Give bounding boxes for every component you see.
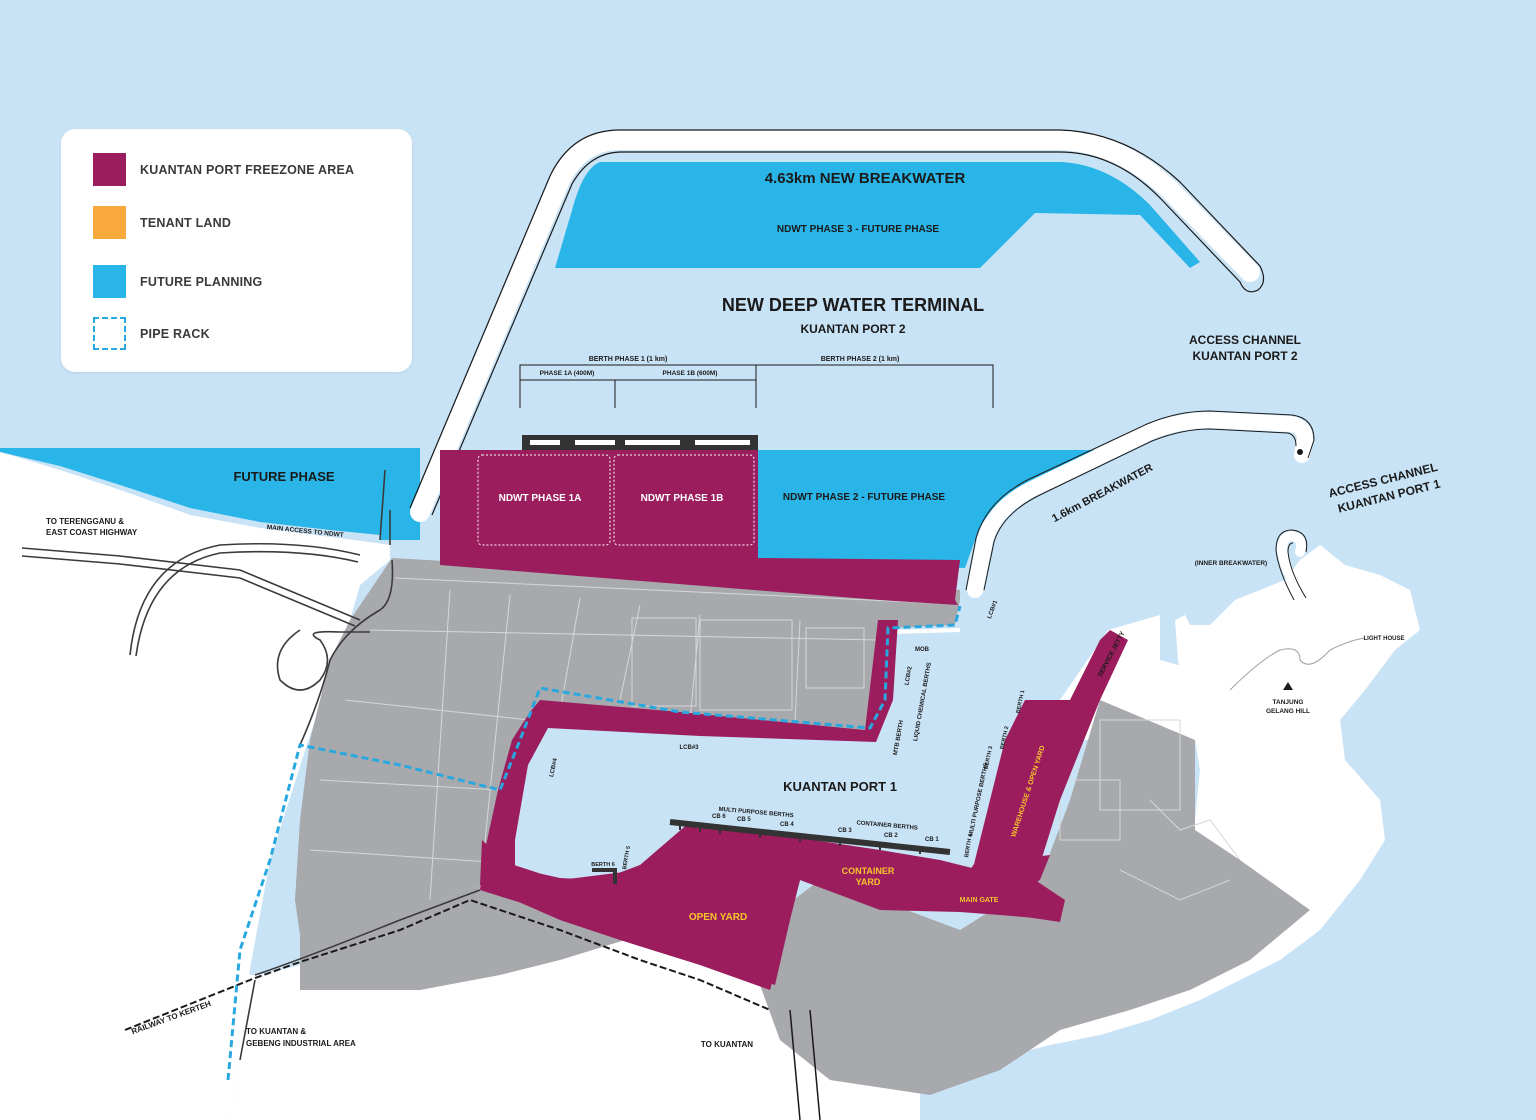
label-to-kuantan: TO KUANTAN xyxy=(701,1040,753,1049)
label-cb1: CB 1 xyxy=(925,837,939,843)
label-berth-3: BERTH 3 xyxy=(984,746,995,770)
legend-label-pipe-rack: PIPE RACK xyxy=(140,326,210,341)
label-cb5: CB 5 xyxy=(737,817,751,823)
tenant-swatch xyxy=(93,206,126,239)
label-container-yard-1: CONTAINER xyxy=(842,866,895,876)
label-to-kuantan-gebeng-1: TO KUANTAN & xyxy=(246,1027,306,1036)
label-open-yard: OPEN YARD xyxy=(689,912,747,923)
legend: KUANTAN PORT FREEZONE AREA TENANT LAND F… xyxy=(61,129,412,372)
legend-row-freezone: KUANTAN PORT FREEZONE AREA xyxy=(93,153,354,186)
label-berth-5: BERTH 5 xyxy=(622,846,632,870)
label-container-berths: CONTAINER BERTHS xyxy=(856,820,918,831)
label-tanjung-1: TANJUNG xyxy=(1273,699,1304,706)
label-access-channel-kp2-2: KUANTAN PORT 2 xyxy=(1192,349,1297,363)
pipe-rack-swatch xyxy=(93,317,126,350)
roads xyxy=(21,469,481,1061)
label-cb2: CB 2 xyxy=(884,833,898,839)
road-to-kuantan xyxy=(789,1009,821,1120)
pipe-rack-route xyxy=(226,605,962,1081)
freezone-warehouse xyxy=(965,630,1128,922)
freezone-ndwt xyxy=(440,450,960,605)
legend-label-tenant: TENANT LAND xyxy=(140,215,232,230)
label-to-terengganu-2: EAST COAST HIGHWAY xyxy=(46,528,138,537)
legend-row-tenant: TENANT LAND xyxy=(93,206,231,239)
berth-6-platform xyxy=(592,868,617,884)
label-inner-breakwater: (INNER BREAKWATER) xyxy=(1195,560,1267,567)
label-tanjung-2: GELANG HILL xyxy=(1266,708,1310,715)
label-to-kuantan-gebeng-2: GEBENG INDUSTRIAL AREA xyxy=(246,1039,356,1048)
label-new-deep-water-terminal: NEW DEEP WATER TERMINAL xyxy=(722,295,984,315)
label-kuantan-port-2: KUANTAN PORT 2 xyxy=(800,322,905,336)
label-berth-1: BERTH 1 xyxy=(1016,690,1027,714)
kp1-basin xyxy=(510,612,1100,885)
label-cb3: CB 3 xyxy=(838,828,852,834)
label-berth-phase2: BERTH PHASE 2 (1 km) xyxy=(821,356,900,363)
label-container-yard-2: YARD xyxy=(856,877,881,887)
label-kuantan-port-1: KUANTAN PORT 1 xyxy=(783,779,897,794)
label-access-channel-kp2-1: ACCESS CHANNEL xyxy=(1189,333,1301,347)
railway-line xyxy=(124,898,771,1031)
land-grey-industrial xyxy=(295,558,960,935)
future-swatch xyxy=(93,265,126,298)
label-lcb4: LCB#4 xyxy=(549,757,559,777)
land-grey-south xyxy=(625,700,1310,1095)
container-berth-teeth xyxy=(679,823,921,854)
label-cb6: CB 6 xyxy=(712,814,726,820)
legend-row-future: FUTURE PLANNING xyxy=(93,265,262,298)
label-berth-4: BERTH 4 xyxy=(964,833,974,858)
label-phase-1a: PHASE 1A (400M) xyxy=(540,370,595,377)
inner-breakwater xyxy=(1276,530,1306,600)
future-phase-strip xyxy=(380,448,420,540)
label-cb4: CB 4 xyxy=(780,822,794,828)
label-berth-phase1: BERTH PHASE 1 (1 km) xyxy=(589,356,668,363)
label-berth-6: BERTH 6 xyxy=(591,862,615,868)
label-to-terengganu-1: TO TERENGGANU & xyxy=(46,517,124,526)
label-ndwt-phase3: NDWT PHASE 3 - FUTURE PHASE xyxy=(777,224,940,235)
breakwater-16km-edge xyxy=(965,410,1315,591)
label-ndwt-phase1a: NDWT PHASE 1A xyxy=(499,493,582,504)
berth-bracket xyxy=(519,364,994,408)
lighthouse-road xyxy=(1229,637,1366,691)
label-ndwt-phase1b: NDWT PHASE 1B xyxy=(641,493,724,504)
ndwt-phase-1b-outline xyxy=(613,454,755,546)
freezone-swatch xyxy=(93,153,126,186)
label-lcb2: LCB#2 xyxy=(904,665,913,685)
new-breakwater-edge xyxy=(409,129,1265,516)
legend-row-pipe-rack: PIPE RACK xyxy=(93,317,210,350)
label-ndwt-phase2: NDWT PHASE 2 - FUTURE PHASE xyxy=(783,492,946,503)
ndwt-phase-3 xyxy=(555,162,1200,268)
land-left-strip xyxy=(0,452,390,1120)
label-lcb3: LCB#3 xyxy=(679,745,699,751)
label-mob: MOB xyxy=(915,647,930,653)
inner-breakwater-edge xyxy=(1275,529,1308,601)
ndwt-phase-1a-outline xyxy=(477,454,611,546)
label-light-house: LIGHT HOUSE xyxy=(1363,636,1404,642)
freezone-open-yard xyxy=(480,825,1060,990)
container-berth-platform xyxy=(669,819,951,855)
label-main-gate: MAIN GATE xyxy=(960,897,999,904)
breakwater-light xyxy=(1297,449,1303,455)
label-future-phase: FUTURE PHASE xyxy=(233,469,334,484)
new-breakwater xyxy=(410,130,1260,522)
label-new-breakwater: 4.63km NEW BREAKWATER xyxy=(765,170,966,187)
breakwater-16km xyxy=(967,412,1313,598)
label-berth-2: BERTH 2 xyxy=(1000,726,1011,750)
legend-label-future: FUTURE PLANNING xyxy=(140,274,263,289)
tanjung-hill-marker xyxy=(1283,682,1293,690)
land-plots xyxy=(309,577,1241,901)
future-phase-band xyxy=(0,448,380,535)
label-phase-1b: PHASE 1B (600M) xyxy=(663,370,718,377)
ndwt-berth-platforms xyxy=(522,435,758,450)
legend-label-freezone: KUANTAN PORT FREEZONE AREA xyxy=(140,162,355,177)
